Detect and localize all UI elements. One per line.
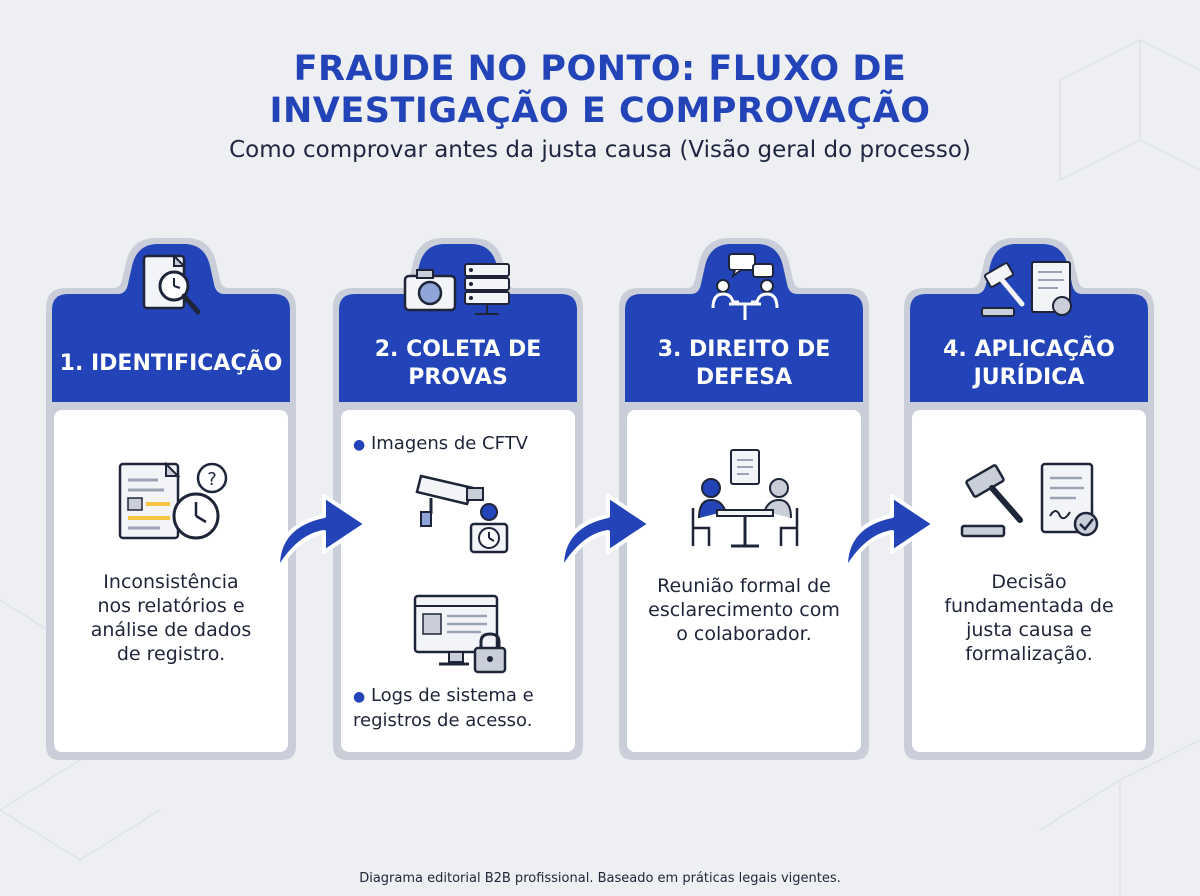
step-description: Decisão fundamentada de justa causa e fo… [944, 571, 1114, 665]
gavel-signed-document-icon [960, 462, 1099, 538]
document-search-clock-icon [142, 253, 201, 315]
step-title: 3. DIREITO DE DEFESA [657, 337, 831, 390]
step-panel: Decisão fundamentada de justa causa e fo… [912, 410, 1146, 752]
page-subtitle: Como comprovar antes da justa causa (Vis… [229, 137, 971, 163]
step-panel: Reunião formal de esclarecimento com o c… [627, 410, 861, 752]
meeting-chat-icon [711, 253, 779, 320]
step-title: 2. COLETA DE PROVAS [374, 337, 542, 390]
flow-arrow-icon [843, 494, 936, 572]
svg-text:?: ? [207, 469, 217, 490]
page-title: FRAUDE NO PONTO: FLUXO DE INVESTIGAÇÃO E… [0, 48, 1200, 132]
bullet-dot-icon: ● [353, 437, 366, 453]
monitor-lock-icon [413, 594, 507, 674]
step-panel: ● Imagens de CFTV [341, 410, 575, 752]
bullet-dot-icon: ● [353, 689, 366, 705]
step-card-direito-de-defesa: 3. DIREITO DE DEFESA Reunião formal de e… [617, 232, 871, 762]
step-card-coleta-de-provas: 2. COLETA DE PROVAS ● Imagens de CFTV [331, 232, 585, 762]
cctv-camera-person-clock-icon [415, 474, 509, 554]
gavel-document-seal-icon [981, 261, 1072, 317]
step-title: 4. APLICAÇÃO JURÍDICA [943, 337, 1115, 390]
title-line-1: FRAUDE NO PONTO: FLUXO DE [293, 49, 907, 89]
bullet-item: ● Imagens de CFTV [353, 433, 528, 454]
formal-meeting-icon [691, 449, 799, 548]
step-description: Reunião formal de esclarecimento com o c… [648, 575, 840, 645]
step-title: 1. IDENTIFICAÇÃO [59, 351, 283, 376]
camera-server-icon [403, 263, 510, 315]
flow-arrow-icon [559, 494, 652, 572]
flow-arrow-icon [275, 494, 368, 572]
bullet-item: ● Logs de sistema e registros de acesso. [353, 685, 534, 731]
title-line-2: INVESTIGAÇÃO E COMPROVAÇÃO [269, 91, 931, 131]
step-description: Inconsistência nos relatórios e análise … [90, 571, 252, 665]
report-clock-question-icon: ? [118, 461, 228, 540]
step-card-identificacao: 1. IDENTIFICAÇÃO ? Inconsistência nos re… [44, 232, 298, 762]
step-panel: ? Inconsistência nos relatórios e anális… [54, 410, 288, 752]
step-card-aplicacao-juridica: 4. APLICAÇÃO JURÍDICA Decisão fundamenta… [902, 232, 1156, 762]
footer-note: Diagrama editorial B2B profissional. Bas… [359, 871, 841, 886]
